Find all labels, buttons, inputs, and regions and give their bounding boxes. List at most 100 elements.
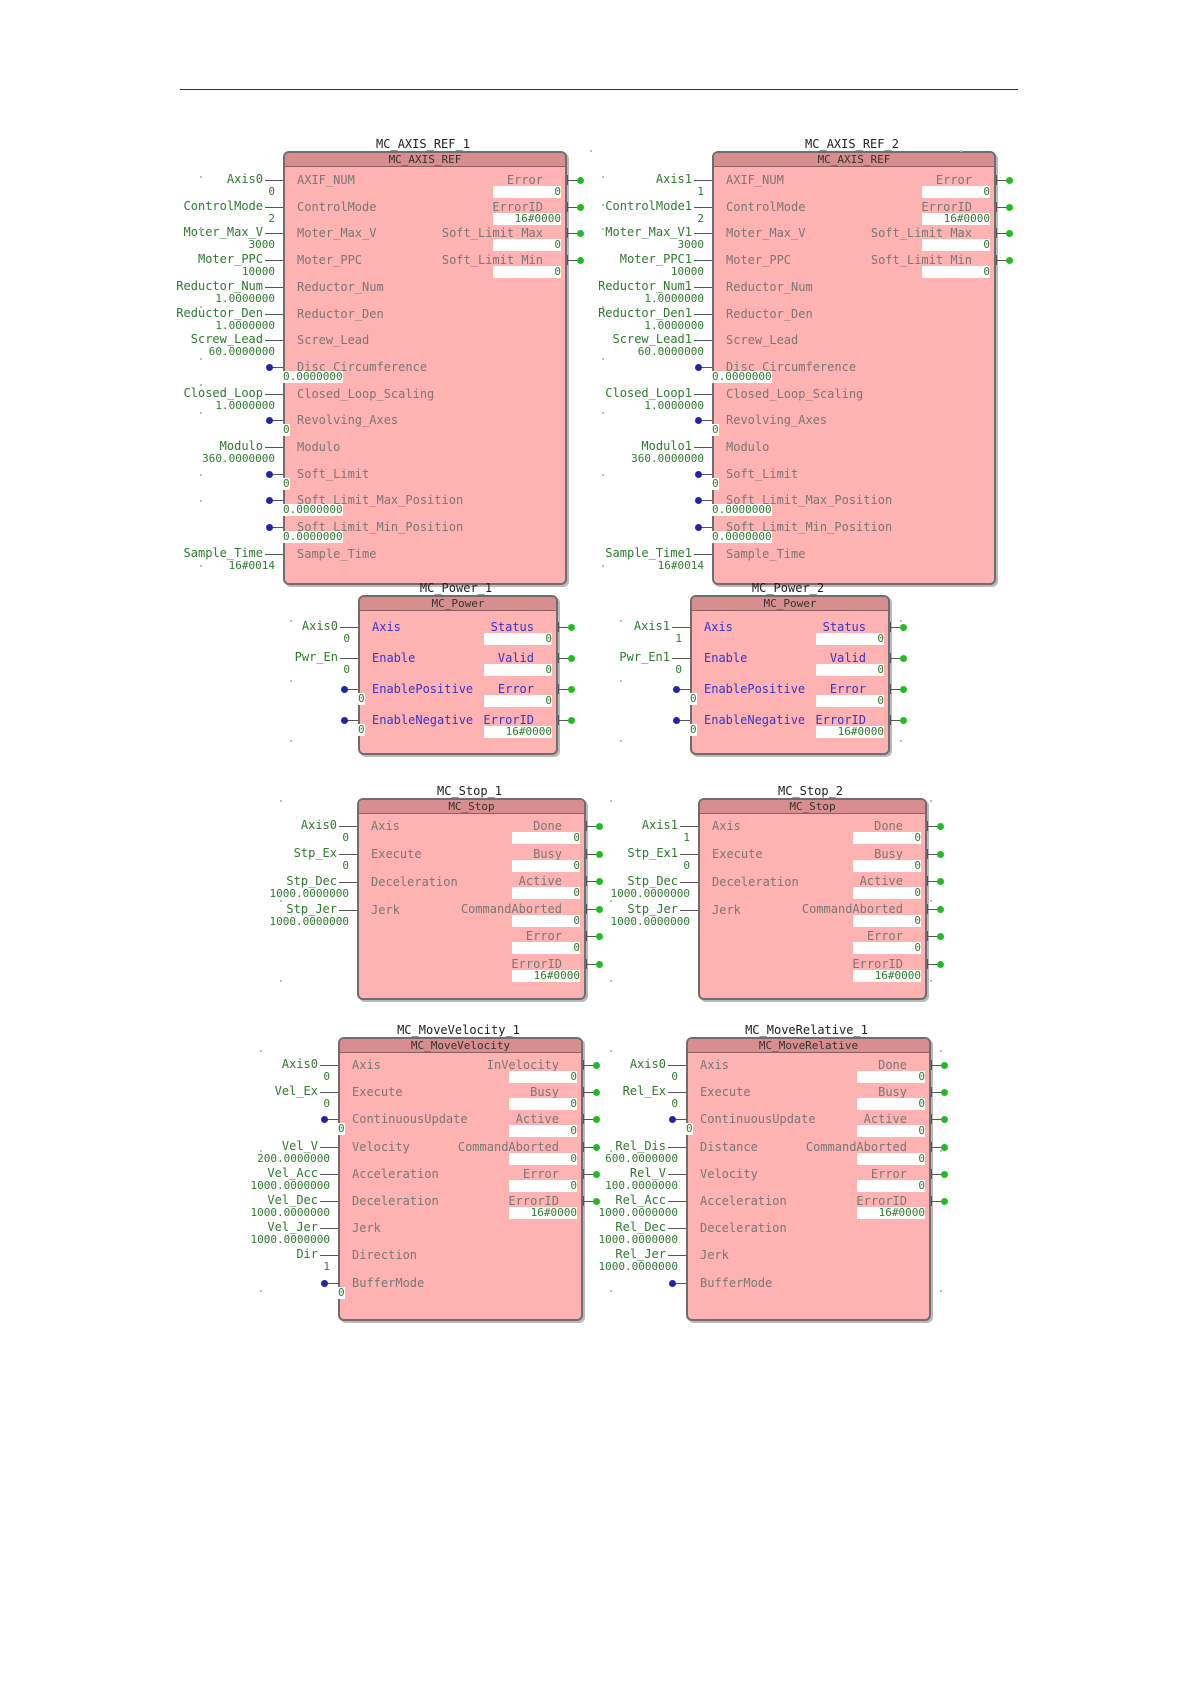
output-pin-busy[interactable]: Busy: [874, 846, 903, 861]
input-connection-dot[interactable]: [266, 470, 273, 478]
output-connection-dot[interactable]: [900, 655, 907, 662]
input-connection-dot[interactable]: [321, 1116, 328, 1124]
output-pin-active[interactable]: Active: [859, 874, 903, 888]
input-variable[interactable]: Rel_Dec: [615, 1220, 666, 1235]
output-pin-errorid[interactable]: ErrorID: [492, 199, 543, 214]
output-connection-dot[interactable]: [1006, 257, 1013, 265]
input-pin-acceleration[interactable]: Acceleration: [352, 1166, 439, 1181]
output-pin-error[interactable]: Error: [506, 173, 543, 187]
input-pin-controlmode[interactable]: ControlMode: [297, 199, 377, 214]
input-pin-modulo[interactable]: Modulo: [726, 440, 770, 454]
output-pin-busy[interactable]: Busy: [878, 1085, 907, 1100]
input-variable[interactable]: Reductor_Num: [176, 278, 263, 293]
input-pin-velocity[interactable]: Velocity: [700, 1166, 758, 1181]
input-pin-moter-max-v[interactable]: Moter_Max_V: [297, 226, 377, 241]
output-connection-dot[interactable]: [941, 1089, 948, 1097]
input-variable[interactable]: Rel_Dis: [615, 1138, 666, 1153]
output-connection-dot[interactable]: [596, 878, 603, 885]
input-pin-axis[interactable]: Axis: [704, 620, 733, 634]
input-pin-execute[interactable]: Execute: [712, 847, 763, 861]
input-variable[interactable]: Axis0: [301, 619, 338, 633]
output-connection-dot[interactable]: [596, 850, 603, 858]
output-pin-error[interactable]: Error: [935, 173, 972, 187]
output-connection-dot[interactable]: [941, 1116, 948, 1124]
output-connection-dot[interactable]: [937, 960, 944, 968]
input-pin-enablepositive[interactable]: EnablePositive: [704, 682, 806, 696]
output-connection-dot[interactable]: [596, 960, 603, 968]
input-pin-buffermode[interactable]: BufferMode: [352, 1275, 425, 1290]
input-variable[interactable]: Rel_Ex: [622, 1084, 666, 1099]
input-connection-dot[interactable]: [695, 417, 702, 425]
input-variable[interactable]: ControlMode1: [605, 198, 692, 213]
output-connection-dot[interactable]: [941, 1062, 948, 1069]
output-connection-dot[interactable]: [568, 717, 575, 724]
input-pin-soft-limit-max-position[interactable]: Soft_Limit_Max_Position: [297, 493, 464, 508]
output-pin-errorid[interactable]: ErrorID: [852, 956, 903, 971]
input-pin-velocity[interactable]: Velocity: [352, 1139, 410, 1154]
input-pin-enable[interactable]: Enable: [704, 651, 748, 665]
input-pin-execute[interactable]: Execute: [352, 1085, 403, 1100]
output-connection-dot[interactable]: [1006, 203, 1013, 211]
input-pin-disc-circumference[interactable]: Disc_Circumference: [297, 359, 428, 374]
output-pin-done[interactable]: Done: [878, 1058, 907, 1072]
output-pin-error[interactable]: Error: [866, 929, 903, 943]
output-connection-dot[interactable]: [593, 1143, 600, 1151]
input-pin-axif-num[interactable]: AXIF_NUM: [726, 173, 784, 187]
input-pin-soft-limit[interactable]: Soft_Limit: [726, 466, 799, 481]
input-variable[interactable]: Stp_Dec: [286, 874, 337, 888]
input-pin-enablenegative[interactable]: EnableNegative: [704, 713, 806, 727]
input-variable[interactable]: Screw_Lead: [190, 332, 263, 347]
output-pin-active[interactable]: Active: [515, 1112, 559, 1127]
input-connection-dot[interactable]: [695, 363, 702, 371]
input-variable[interactable]: Modulo1: [641, 439, 692, 453]
input-pin-deceleration[interactable]: Deceleration: [700, 1221, 787, 1236]
input-pin-closed-loop-scaling[interactable]: Closed_Loop_Scaling: [726, 386, 864, 401]
output-connection-dot[interactable]: [1006, 177, 1013, 184]
output-pin-error[interactable]: Error: [522, 1166, 559, 1181]
input-variable[interactable]: Reductor_Num1: [598, 278, 692, 293]
output-pin-commandaborted[interactable]: CommandAborted: [460, 901, 562, 916]
input-pin-enablenegative[interactable]: EnableNegative: [372, 713, 474, 727]
output-pin-errorid[interactable]: ErrorID: [815, 713, 866, 727]
output-pin-errorid[interactable]: ErrorID: [483, 713, 534, 727]
input-pin-sample-time[interactable]: Sample_Time: [726, 546, 806, 561]
output-connection-dot[interactable]: [937, 823, 944, 830]
input-variable[interactable]: Axis1: [641, 818, 678, 832]
input-variable[interactable]: Sample_Time1: [605, 545, 692, 560]
output-pin-busy[interactable]: Busy: [533, 846, 562, 861]
output-connection-dot[interactable]: [593, 1198, 600, 1205]
input-pin-execute[interactable]: Execute: [371, 847, 422, 861]
input-pin-distance[interactable]: Distance: [700, 1139, 758, 1154]
input-variable[interactable]: Axis0: [226, 172, 263, 186]
input-pin-soft-limit-min-position[interactable]: Soft_Limit_Min_Position: [297, 520, 464, 535]
output-connection-dot[interactable]: [593, 1089, 600, 1097]
input-pin-axis[interactable]: Axis: [712, 819, 741, 833]
input-variable[interactable]: Vel_Dec: [267, 1193, 318, 1207]
input-pin-axis[interactable]: Axis: [371, 819, 400, 833]
input-pin-acceleration[interactable]: Acceleration: [700, 1194, 787, 1208]
output-connection-dot[interactable]: [900, 717, 907, 724]
input-connection-dot[interactable]: [341, 686, 348, 693]
output-connection-dot[interactable]: [900, 686, 907, 693]
block-body[interactable]: MC_MoveRelative: [686, 1037, 931, 1321]
input-pin-execute[interactable]: Execute: [700, 1085, 751, 1100]
input-pin-revolving-axes[interactable]: Revolving_Axes: [726, 413, 828, 428]
output-connection-dot[interactable]: [937, 850, 944, 858]
input-connection-dot[interactable]: [695, 470, 702, 478]
input-variable[interactable]: Stp_Jer: [627, 902, 678, 916]
input-pin-direction[interactable]: Direction: [352, 1248, 418, 1263]
output-connection-dot[interactable]: [937, 933, 944, 940]
input-pin-revolving-axes[interactable]: Revolving_Axes: [297, 413, 399, 428]
input-variable[interactable]: Stp_Ex: [293, 846, 337, 860]
input-pin-screw-lead[interactable]: Screw_Lead: [297, 333, 370, 348]
output-connection-dot[interactable]: [577, 257, 584, 265]
input-connection-dot[interactable]: [673, 717, 680, 724]
input-connection-dot[interactable]: [695, 524, 702, 532]
output-connection-dot[interactable]: [937, 905, 944, 913]
output-pin-active[interactable]: Active: [863, 1112, 907, 1127]
input-variable[interactable]: Modulo: [219, 439, 263, 453]
input-pin-closed-loop-scaling[interactable]: Closed_Loop_Scaling: [297, 386, 435, 401]
output-pin-active[interactable]: Active: [518, 874, 562, 888]
output-connection-dot[interactable]: [941, 1143, 948, 1151]
output-pin-done[interactable]: Done: [533, 819, 562, 833]
